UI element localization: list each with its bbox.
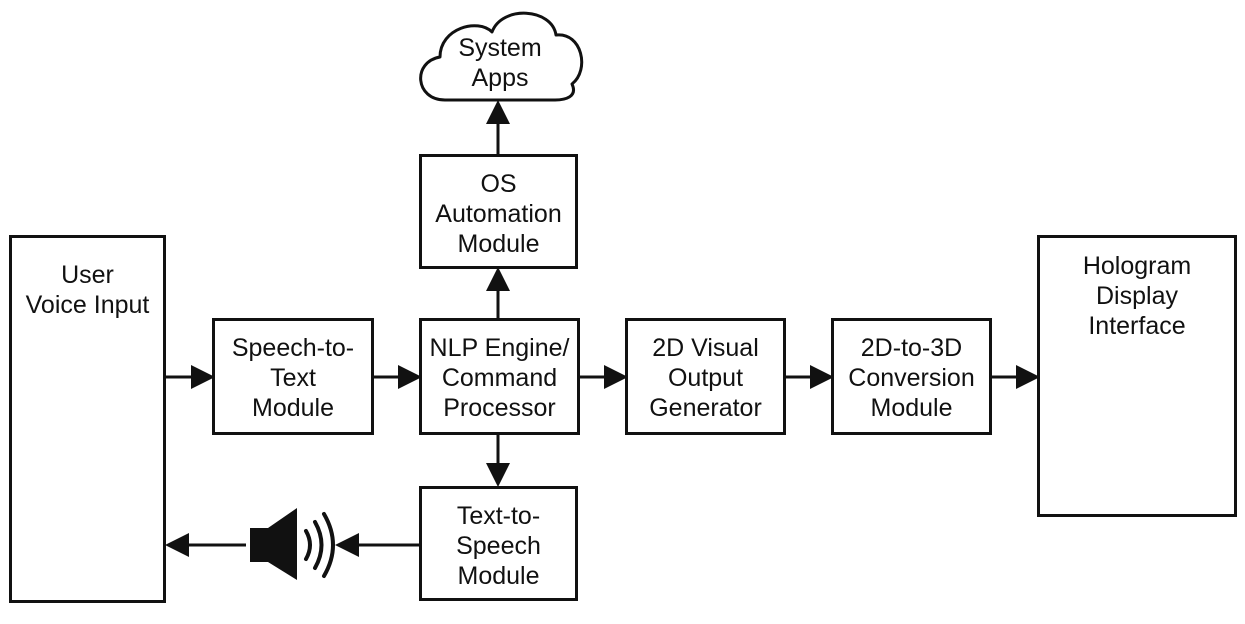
user-voice-input-box: User Voice Input [9, 235, 166, 603]
stt-label-line-2: Text [270, 364, 316, 392]
os-label-line-1: OS [480, 170, 517, 198]
hologram-display-interface-box: Hologram Display Interface [1037, 235, 1237, 517]
nlp-label-line-1: NLP Engine/ [429, 334, 570, 362]
speech-to-text-module-box: Speech-to- Text Module [212, 318, 374, 435]
tts-label-line-1: Text-to- [456, 502, 541, 530]
stt-label-line-3: Module [252, 394, 334, 422]
vis2d-label-line-2: Output [667, 364, 744, 392]
user-label-line-1: User [61, 261, 114, 289]
stt-label-line-1: Speech-to- [231, 334, 355, 362]
conv3d-label-line-3: Module [870, 394, 953, 422]
holo-label-line-2: Display [1096, 282, 1178, 310]
system-apps-label: System Apps [440, 33, 560, 93]
tts-label-line-2: Speech [456, 532, 541, 560]
nlp-engine-label: NLP Engine/ Command Processor [422, 333, 577, 423]
nlp-label-line-3: Processor [443, 394, 556, 422]
2d-to-3d-conversion-module-box: 2D-to-3D Conversion Module [831, 318, 992, 435]
hologram-display-label: Hologram Display Interface [1040, 251, 1234, 341]
conv3d-label-line-1: 2D-to-3D [860, 334, 963, 362]
cloud-icon [419, 11, 584, 102]
speech-to-text-label: Speech-to- Text Module [215, 333, 371, 423]
apps-label-line-2: Apps [471, 64, 529, 92]
holo-label-line-3: Interface [1088, 312, 1186, 340]
vis2d-label-line-3: Generator [649, 394, 762, 422]
os-label-line-2: Automation [435, 200, 562, 228]
nlp-engine-box: NLP Engine/ Command Processor [419, 318, 580, 435]
vis2d-label-line-1: 2D Visual [652, 334, 759, 362]
nlp-label-line-2: Command [441, 364, 558, 392]
user-label-line-2: Voice Input [25, 291, 150, 319]
holo-label-line-1: Hologram [1082, 252, 1192, 280]
user-voice-input-label: User Voice Input [12, 260, 163, 320]
speaker-icon [250, 508, 335, 580]
2d-visual-output-label: 2D Visual Output Generator [628, 333, 783, 423]
text-to-speech-module-box: Text-to- Speech Module [419, 486, 578, 601]
apps-label-line-1: System [458, 34, 542, 62]
os-automation-module-box: OS Automation Module [419, 154, 578, 269]
2d-to-3d-conversion-label: 2D-to-3D Conversion Module [834, 333, 989, 423]
text-to-speech-label: Text-to- Speech Module [422, 501, 575, 591]
os-automation-label: OS Automation Module [422, 169, 575, 259]
os-label-line-3: Module [457, 230, 540, 258]
2d-visual-output-generator-box: 2D Visual Output Generator [625, 318, 786, 435]
conv3d-label-line-2: Conversion [848, 364, 975, 392]
tts-label-line-3: Module [457, 562, 540, 590]
